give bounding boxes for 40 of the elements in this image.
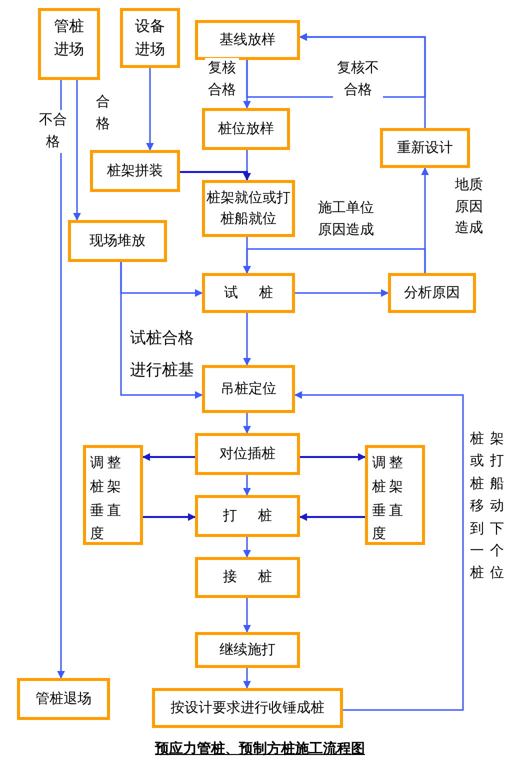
process-box: 桩架拼装 bbox=[90, 150, 180, 192]
arrow bbox=[73, 80, 81, 221]
arrow bbox=[243, 413, 251, 434]
process-box: 吊桩定位 bbox=[202, 365, 295, 413]
process-box: 对位插桩 bbox=[195, 433, 300, 475]
arrow bbox=[146, 68, 154, 151]
arrow bbox=[120, 262, 203, 399]
process-box: 调整桩架垂直度 bbox=[83, 445, 143, 545]
arrow bbox=[294, 391, 464, 711]
process-box: 桩位放样 bbox=[202, 108, 290, 150]
arrow bbox=[299, 33, 426, 128]
process-box: 按设计要求进行收锤成桩 bbox=[152, 688, 343, 728]
process-box: 分析原因 bbox=[388, 273, 476, 313]
arrow bbox=[143, 513, 196, 521]
process-box: 打 桩 bbox=[195, 495, 300, 537]
process-box: 试 桩 bbox=[202, 273, 295, 313]
arrow bbox=[299, 513, 365, 521]
process-box: 设备进场 bbox=[120, 8, 180, 68]
process-box: 接 桩 bbox=[195, 557, 300, 598]
arrow bbox=[180, 171, 251, 181]
arrow bbox=[142, 453, 195, 461]
process-box: 继续施打 bbox=[195, 632, 300, 668]
arrow bbox=[243, 668, 251, 689]
process-box: 重新设计 bbox=[380, 128, 470, 168]
arrow bbox=[243, 475, 251, 496]
process-box: 基线放样 bbox=[195, 20, 300, 60]
process-box: 调整桩架垂直度 bbox=[365, 445, 425, 545]
arrow bbox=[300, 453, 366, 461]
arrow bbox=[243, 537, 251, 558]
arrow bbox=[243, 248, 426, 274]
process-box: 管桩退场 bbox=[17, 678, 110, 720]
arrow bbox=[57, 80, 65, 679]
process-box: 桩架就位或打桩船就位 bbox=[202, 180, 295, 237]
process-box: 管桩进场 bbox=[38, 8, 100, 80]
arrow bbox=[295, 289, 389, 297]
process-box: 现场堆放 bbox=[68, 220, 167, 262]
arrow bbox=[243, 598, 251, 633]
edge-label: 不合格 bbox=[37, 110, 69, 154]
diagram-title: 预应力管桩、预制方桩施工流程图 bbox=[154, 740, 366, 758]
arrow bbox=[243, 313, 251, 366]
